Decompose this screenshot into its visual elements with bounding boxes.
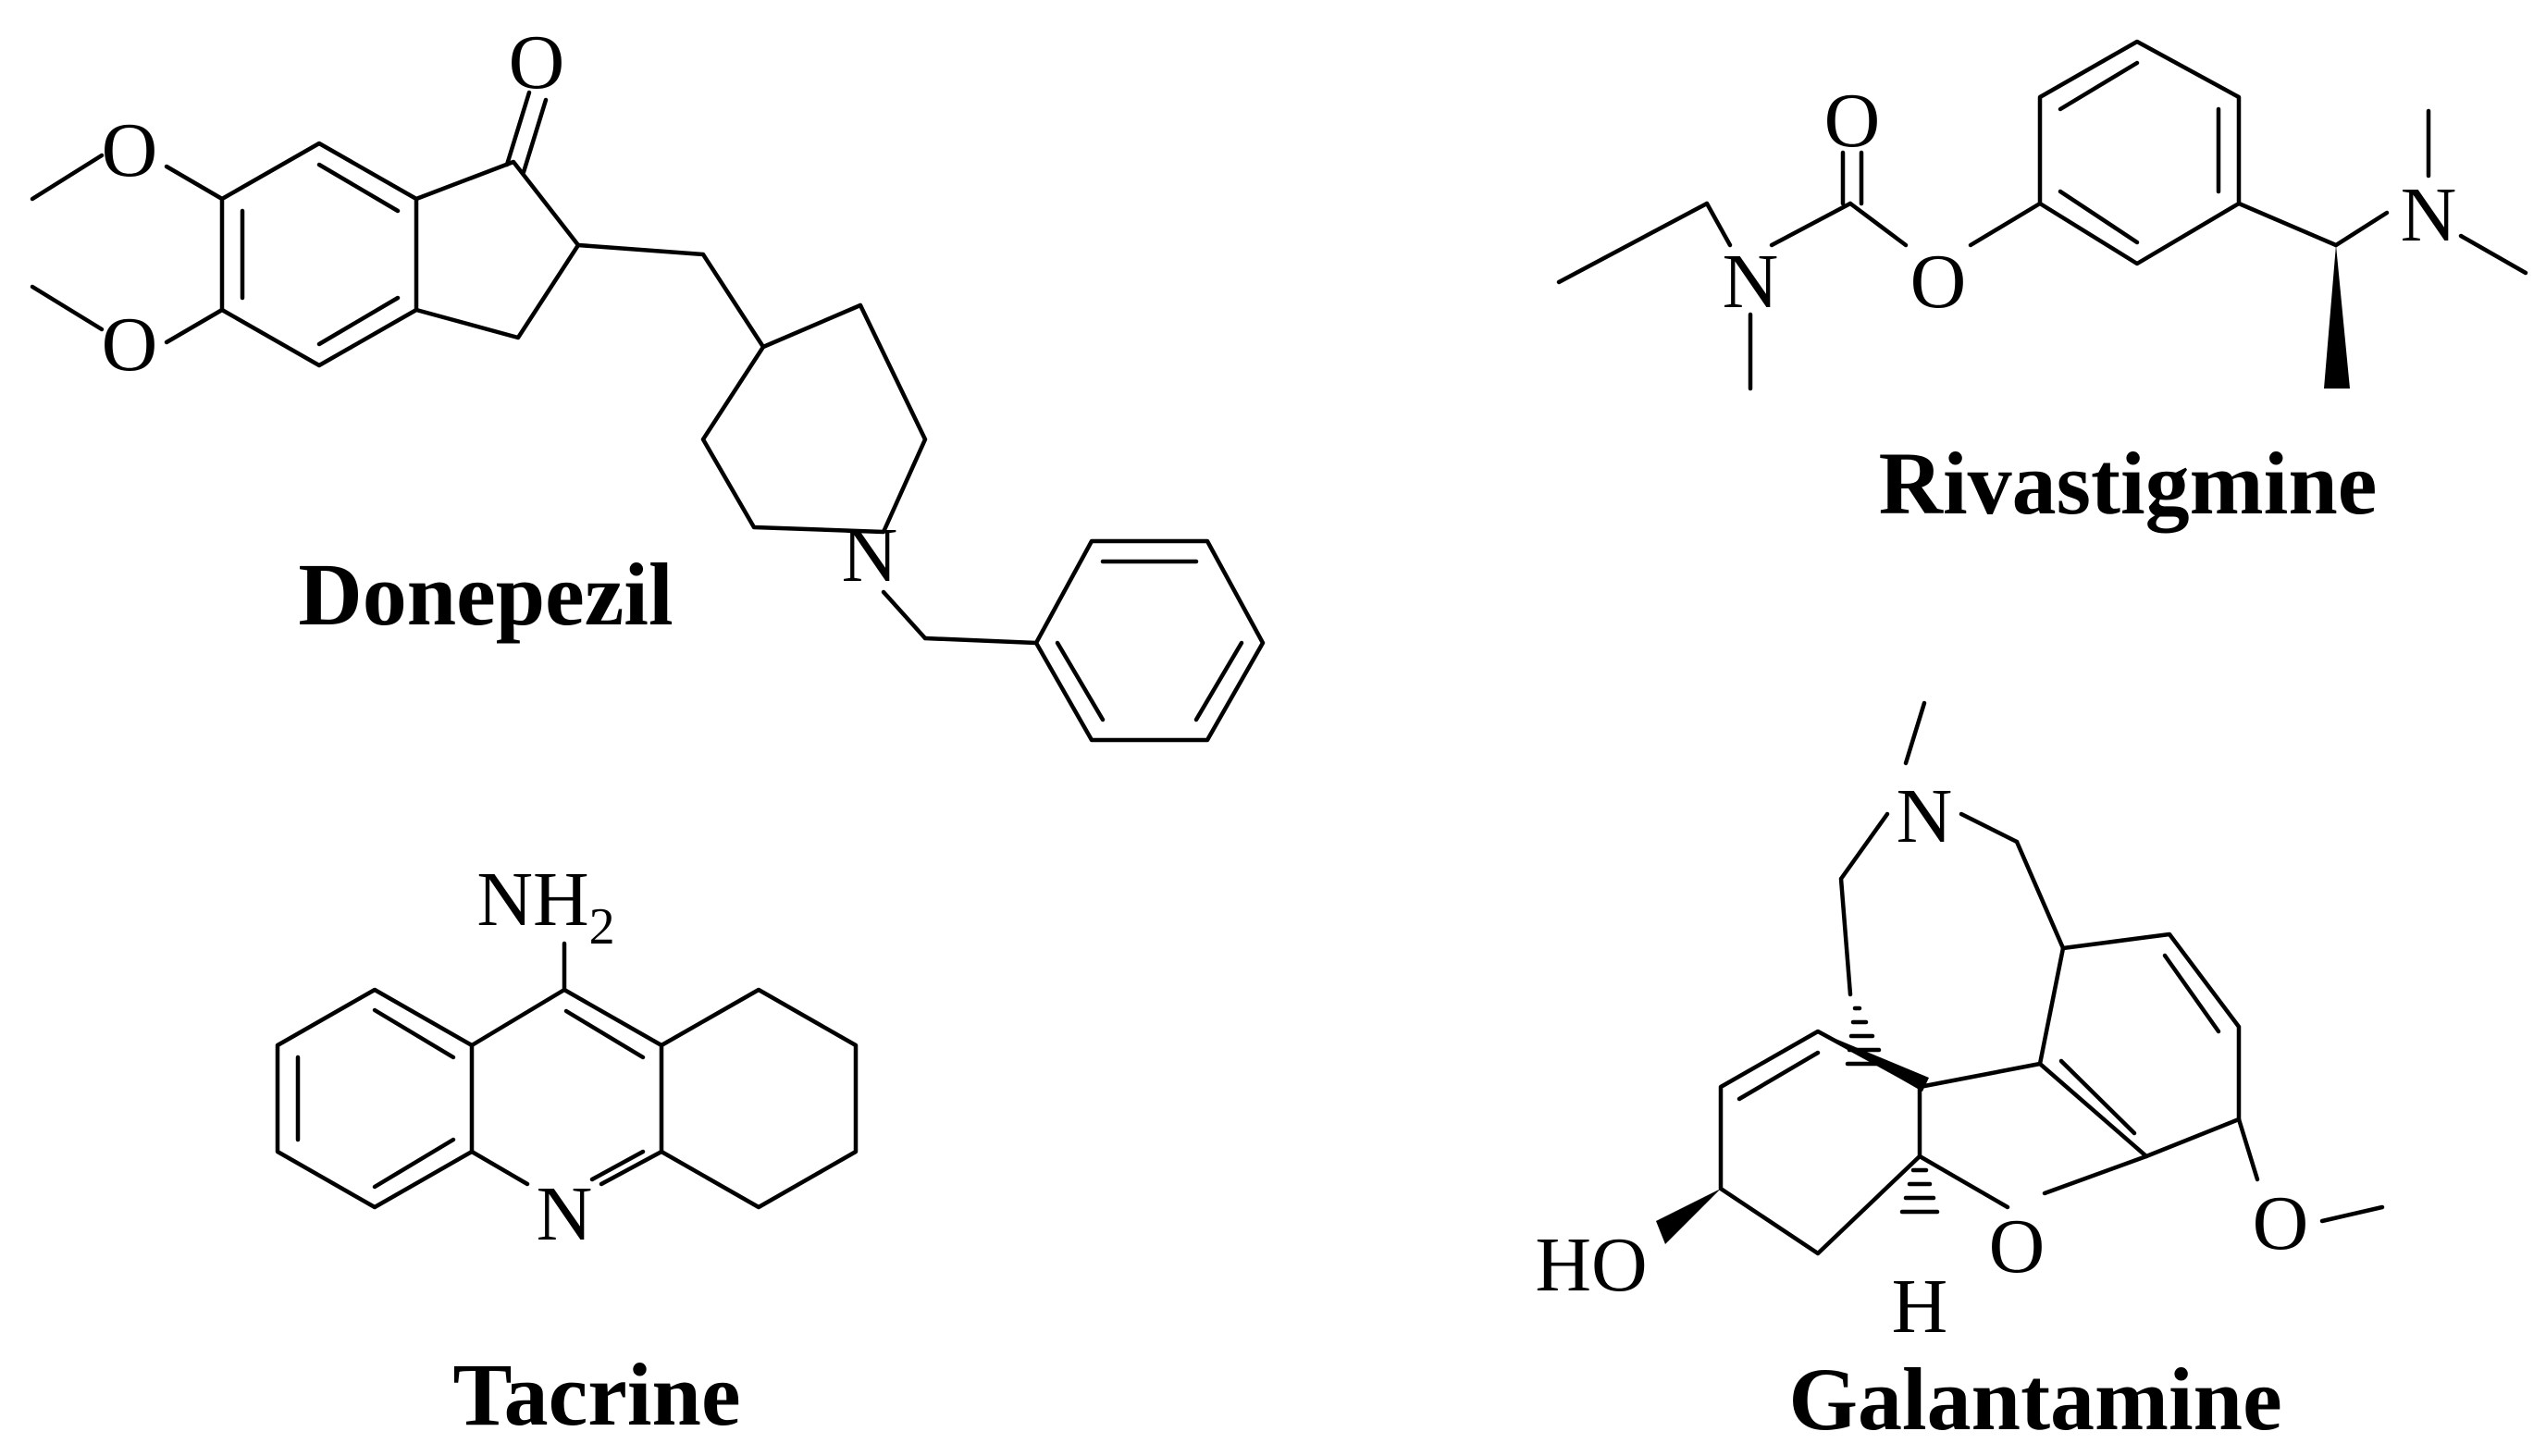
rivastigmine-stereo-wedge — [2324, 245, 2350, 389]
rivastigmine-aromatic-ring — [2037, 39, 2242, 266]
tacrine-amine-group: NH2 — [476, 857, 614, 956]
galantamine-hashed-bond-2 — [1899, 1167, 1940, 1215]
tacrine-cyclohexane-ring — [659, 987, 859, 1210]
tacrine-ring-nitrogen: N — [537, 1171, 593, 1257]
donepezil-cyclopentanone — [414, 159, 581, 340]
donepezil-benzyl-ring — [1033, 538, 1266, 743]
galantamine-structure: N O O HO H Galantamine — [1535, 700, 2385, 1449]
galantamine-ring-nitrogen: N — [1897, 773, 1953, 859]
galantamine-hydroxyl-group: HO — [1535, 1222, 1647, 1308]
tacrine-benzene-ring — [275, 987, 475, 1210]
rivastigmine-structure: O N O N Rivastigmine — [1556, 39, 2528, 533]
rivastigmine-ester-oxygen: O — [1910, 239, 1967, 325]
tacrine-label: Tacrine — [452, 1345, 740, 1444]
donepezil-methoxy-oxygen-1: O — [102, 107, 158, 193]
donepezil-methoxy-oxygen-2: O — [102, 302, 158, 388]
rivastigmine-label: Rivastigmine — [1879, 434, 2378, 533]
galantamine-hydroxyl-wedge — [1656, 1189, 1721, 1244]
donepezil-piperidine-nitrogen: N — [842, 512, 898, 598]
galantamine-aromatic-ring — [2037, 932, 2242, 1159]
galantamine-azepine-ring — [1838, 811, 1890, 997]
rivastigmine-carbonyl-oxygen: O — [1824, 78, 1881, 164]
galantamine-stereo-wedge-1 — [1818, 1031, 1929, 1092]
donepezil-ketone-oxygen: O — [509, 19, 565, 105]
galantamine-ether-oxygen: O — [1989, 1203, 2045, 1289]
rivastigmine-carbamate-nitrogen: N — [1723, 239, 1779, 325]
donepezil-piperidine — [700, 302, 928, 535]
galantamine-label: Galantamine — [1788, 1350, 2281, 1449]
rivastigmine-amine-nitrogen: N — [2401, 172, 2457, 258]
galantamine-stereo-hydrogen: H — [1892, 1264, 1948, 1350]
donepezil-structure: O O O N Donepezil — [30, 19, 1266, 743]
donepezil-label: Donepezil — [298, 545, 673, 644]
donepezil-aromatic-ring — [219, 141, 419, 368]
tacrine-structure: NH2 N Tacrine — [275, 857, 859, 1444]
galantamine-methoxy-oxygen: O — [2253, 1180, 2309, 1266]
